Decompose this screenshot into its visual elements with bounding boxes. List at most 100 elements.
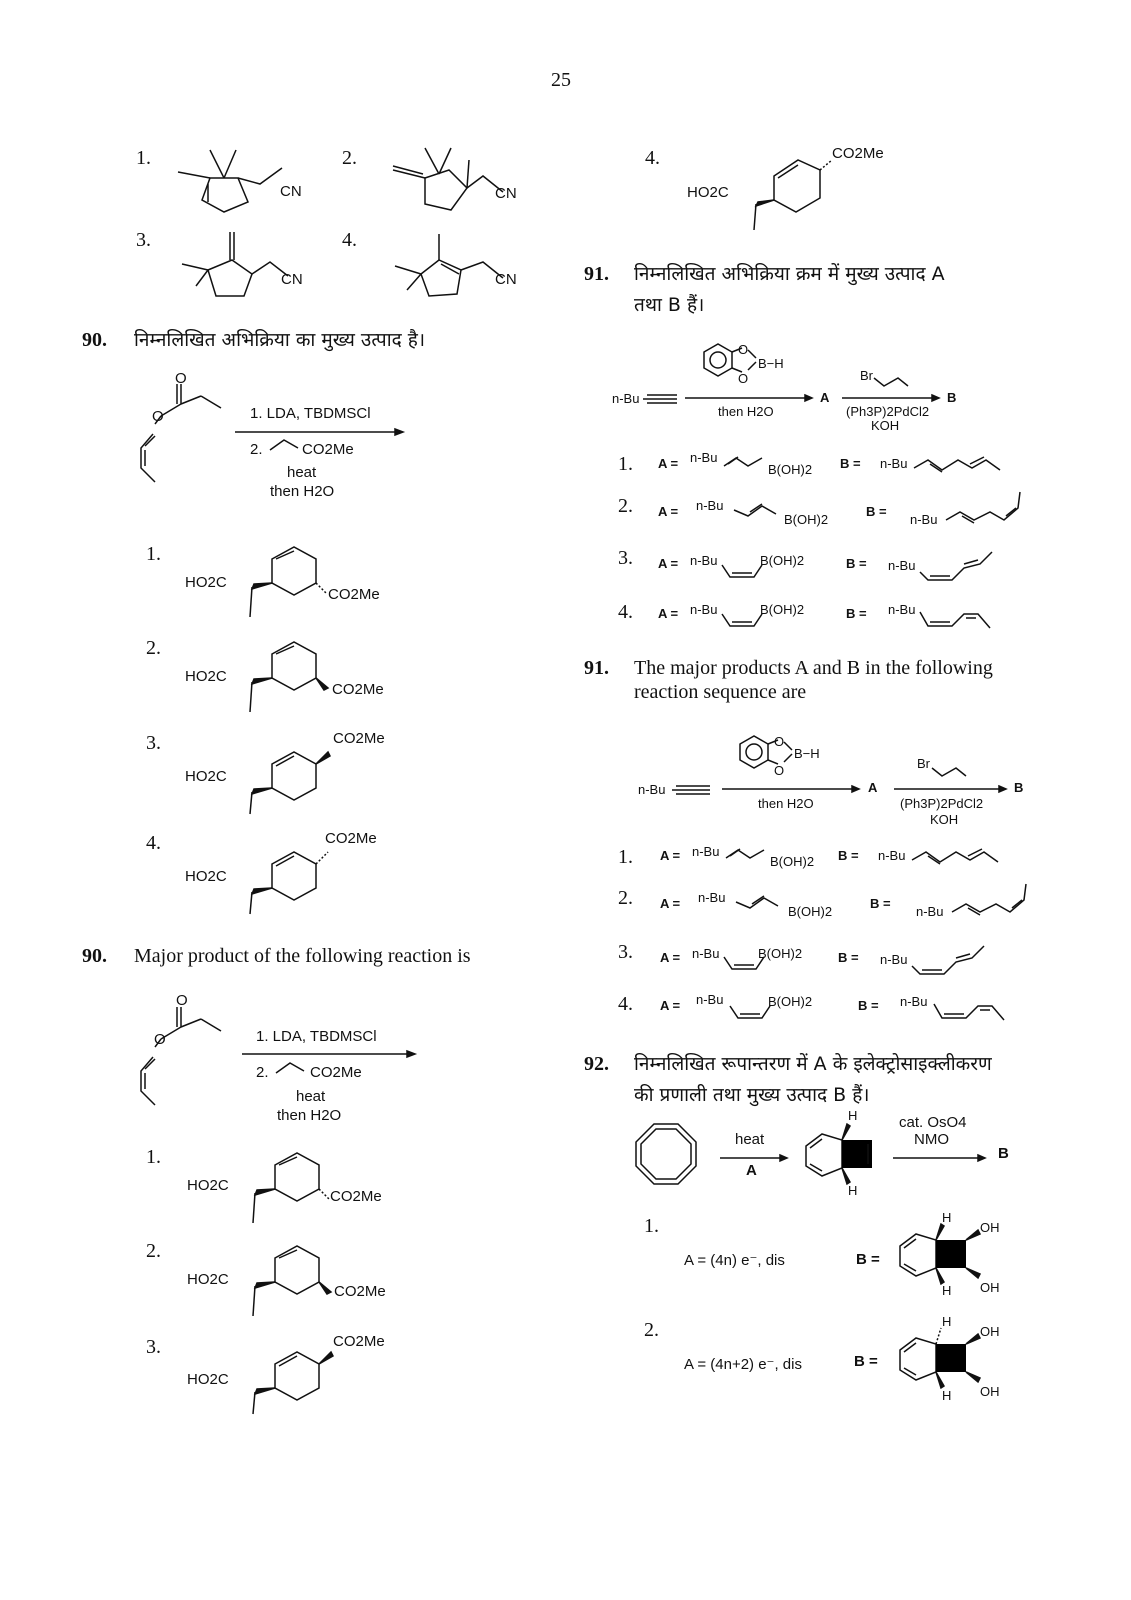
q90-hi-opt-1-co2me: CO2Me <box>328 586 380 603</box>
q91-en-opt-1-a: A = <box>660 848 681 863</box>
q92-text-2: की प्रणाली तथा मुख्य उत्पाद B हैं। <box>634 1084 870 1106</box>
q90-en-opt-3-ho2c: HO2C <box>187 1371 229 1388</box>
q92-opt-1-text: A = (4n) e⁻, dis <box>684 1252 785 1269</box>
q90-en-carbonyl-o: O <box>176 992 188 1009</box>
q91-en-opt-4-chainA <box>729 1005 771 1019</box>
q90-en-reagent-4: then H2O <box>277 1107 342 1124</box>
q91-hi-o1: O <box>738 342 749 357</box>
q90-hi-opt-4-structure <box>249 851 329 915</box>
q91-hi-text-2: तथा B हैं। <box>634 294 705 316</box>
q90-en-opt-1: 1. <box>146 1146 161 1168</box>
q91-hi-then-h2o: then H2O <box>718 404 774 419</box>
q91-hi-opt-2-a: A = <box>658 504 679 519</box>
q90-hi-reagent-1: 1. LDA, TBDMSCl <box>250 405 371 422</box>
q91-en-B: B <box>1014 780 1024 795</box>
prev-cn-1: CN <box>280 183 302 200</box>
q91-en-start: n-Bu <box>638 782 666 797</box>
prev-structure-1 <box>177 149 283 213</box>
q91-en-koh: KOH <box>930 812 959 827</box>
q91-hi-opt-4-a: A = <box>658 606 679 621</box>
q91-hi-opt-3-chainB <box>919 551 993 581</box>
prev-ho2c: HO2C <box>687 184 729 201</box>
q91-hi-opt-3-a: A = <box>658 556 679 571</box>
q91-hi-opt-1-nbu: n-Bu <box>690 450 718 465</box>
q91-en-br: Br <box>917 756 930 771</box>
q90-en-opt-2-ho2c: HO2C <box>187 1271 229 1288</box>
q91-en-catecholborane <box>739 735 793 769</box>
q92-cyclooctatetraene <box>635 1123 697 1185</box>
q90-hi-opt-1-ho2c: HO2C <box>185 574 227 591</box>
q92-opt-2: 2. <box>644 1319 659 1341</box>
q91-en-opt-4-b: B = <box>858 998 879 1013</box>
q92-h-top: H <box>848 1108 858 1123</box>
q91-hi-opt-4-chainB <box>919 611 991 629</box>
q91-en-opt-2-nbu: n-Bu <box>698 890 726 905</box>
q91-hi-vinylbromide <box>873 377 909 387</box>
q91-hi-bh: B−H <box>758 356 784 371</box>
prev-structure-2 <box>392 147 504 211</box>
q91-hi-opt-4-b: B = <box>846 606 867 621</box>
q92-opt-1-h-bottom: H <box>942 1283 952 1298</box>
q92-opt-1-h-top: H <box>942 1210 952 1225</box>
q91-hi-br: Br <box>860 368 873 383</box>
q91-en-number: 91. <box>584 657 609 679</box>
q92-bicyclic <box>805 1122 872 1186</box>
prev-co2me: CO2Me <box>832 145 884 162</box>
q91-en-opt-3-chainB <box>911 945 985 975</box>
q92-opt-2-h-top: H <box>942 1314 952 1329</box>
q92-opt-2-h-bottom: H <box>942 1388 952 1403</box>
q90-hi-opt-1: 1. <box>146 543 161 565</box>
q91-hi-opt-2-nbu-b: n-Bu <box>910 512 938 527</box>
q91-en-opt-2-chainB <box>951 883 1027 916</box>
q92-opt-1-b: B = <box>856 1251 880 1268</box>
q91-hi-opt-4-boh: B(OH)2 <box>760 602 805 617</box>
q90-hi-opt-4-co2me: CO2Me <box>325 830 377 847</box>
q91-hi-opt-1-nbu-b: n-Bu <box>880 456 908 471</box>
q91-hi-opt-2-b: B = <box>866 504 887 519</box>
q91-hi-opt-3-chainA <box>721 564 763 578</box>
q91-en-opt-4-chainB <box>933 1003 1005 1021</box>
q91-hi-o2: O <box>738 371 749 386</box>
q92-heat: heat <box>735 1131 765 1148</box>
q91-hi-B: B <box>947 390 957 405</box>
q91-en-opt-1-nbu: n-Bu <box>692 844 720 859</box>
q90-en-ester-o: O <box>154 1031 166 1048</box>
q90-hi-carbonyl-o: O <box>175 370 187 387</box>
q90-en-opt-1-co2me: CO2Me <box>330 1188 382 1205</box>
prev-option-3-label: 3. <box>136 229 151 251</box>
page-number: 25 <box>551 69 571 91</box>
q91-en-opt-2: 2. <box>618 887 633 909</box>
q91-hi-opt-4-chainA <box>721 613 763 627</box>
q92-cat: cat. OsO4 <box>899 1114 967 1131</box>
q91-en-opt-3-boh: B(OH)2 <box>758 946 803 961</box>
q91-en-opt-2-b: B = <box>870 896 891 911</box>
q90-en-opt-3: 3. <box>146 1336 161 1358</box>
prev-right-structure-4 <box>753 159 833 231</box>
q91-hi-number: 91. <box>584 263 609 285</box>
q91-en-opt-3-chainA <box>723 956 765 970</box>
q90-en-reagent-3: heat <box>296 1088 326 1105</box>
q90-hi-opt-4: 4. <box>146 832 161 854</box>
q92-opt-2-oh-top: OH <box>980 1324 1000 1339</box>
q91-hi-opt-1-chainB <box>913 456 1001 473</box>
q90-en-reagent-2-prefix: 2. <box>256 1064 269 1081</box>
q90-hi-acrylate <box>269 439 299 451</box>
q91-en-arrow-2 <box>894 784 1008 794</box>
q90-en-number: 90. <box>82 945 107 967</box>
q90-hi-arrow <box>235 427 406 437</box>
q90-hi-ester-o: O <box>152 408 164 425</box>
q90-hi-reagent-4: then H2O <box>270 483 335 500</box>
q90-hi-opt-3-ho2c: HO2C <box>185 768 227 785</box>
q90-en-arrow <box>242 1049 418 1059</box>
q91-en-opt-2-boh: B(OH)2 <box>788 904 833 919</box>
q90-hi-opt-2-structure <box>249 641 330 713</box>
q91-en-opt-3-nbu: n-Bu <box>692 946 720 961</box>
q90-hi-opt-3-co2me: CO2Me <box>333 730 385 747</box>
q90-hi-reagent-2-group: CO2Me <box>302 441 354 458</box>
q90-hi-opt-2-co2me: CO2Me <box>332 681 384 698</box>
prev-cn-4: CN <box>495 271 517 288</box>
q91-hi-opt-2-boh: B(OH)2 <box>784 512 829 527</box>
q91-en-alkyne <box>672 785 710 795</box>
q91-hi-start: n-Bu <box>612 391 640 406</box>
q90-hi-reagent-2-prefix: 2. <box>250 441 263 458</box>
